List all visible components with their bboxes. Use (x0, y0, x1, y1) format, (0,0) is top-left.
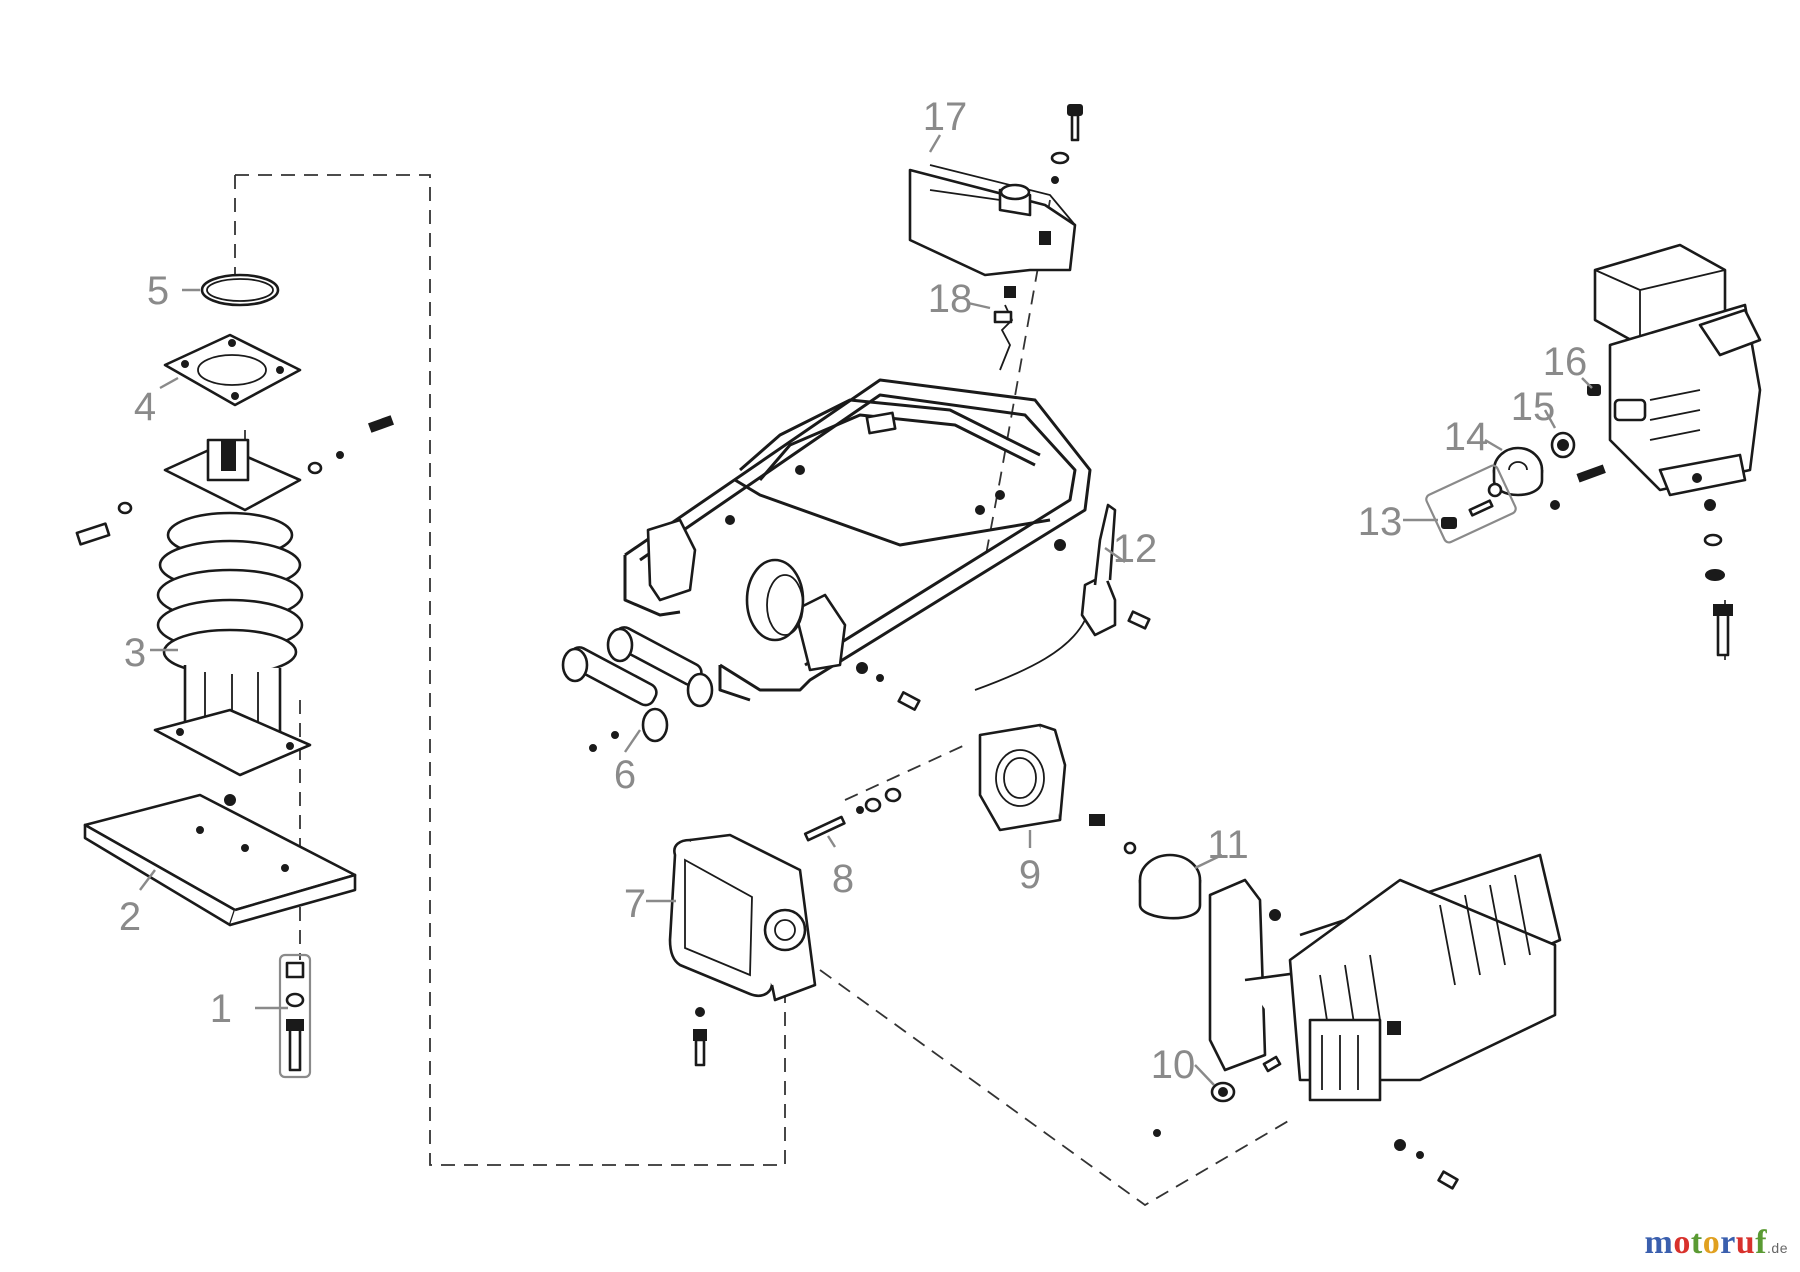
leader-lines (139, 134, 1593, 1086)
part-label-8: 8 (832, 857, 854, 901)
part-label-12: 12 (1113, 527, 1158, 571)
part-label-11: 11 (1207, 823, 1249, 867)
main-handle-frame[interactable] (623, 378, 1092, 711)
part-8-pin[interactable] (803, 787, 902, 842)
engine-mount-fasteners (1703, 499, 1733, 657)
engine-unit[interactable] (1593, 243, 1762, 497)
part-label-14: 14 (1444, 415, 1489, 459)
part-label-5: 5 (147, 269, 169, 313)
part-1-bolt-set[interactable] (278, 953, 312, 1079)
watermark-letter: r (1720, 1224, 1736, 1261)
part-label-2: 2 (119, 895, 141, 939)
part-15-bushing[interactable] (1550, 431, 1576, 459)
part-12-throttle-lever[interactable] (974, 503, 1151, 691)
part-3-bellows-housing[interactable] (75, 415, 394, 777)
part-label-10: 10 (1151, 1043, 1196, 1087)
watermark-letter: o (1702, 1224, 1721, 1261)
part-label-7: 7 (624, 882, 646, 926)
engine-guard-bracket[interactable] (1208, 853, 1562, 1190)
watermark-letter: t (1690, 1224, 1703, 1261)
watermark-letter: o (1673, 1224, 1691, 1261)
watermark-letter: u (1735, 1224, 1756, 1261)
part-18-fuel-tap[interactable] (993, 286, 1016, 371)
part-labels: 1 2 3 4 5 6 7 8 9 10 11 12 13 14 15 16 1… (119, 95, 1587, 1087)
watermark-suffix: .de (1767, 1240, 1788, 1256)
part-17-fuel-tank[interactable] (908, 104, 1083, 277)
assembly-dashed-lines (234, 174, 1726, 1207)
part-label-9: 9 (1019, 853, 1041, 897)
watermark-letter: m (1644, 1224, 1674, 1261)
part-label-1: 1 (210, 987, 232, 1031)
part-label-6: 6 (614, 753, 636, 797)
part-7-clutch-housing[interactable] (668, 833, 817, 1067)
part-4-flange-plate[interactable] (163, 333, 302, 407)
part-5-o-ring[interactable] (200, 273, 280, 307)
part-6-connector-set[interactable] (561, 624, 714, 752)
part-11-clutch-drum[interactable] (1089, 814, 1202, 920)
part-label-3: 3 (124, 631, 146, 675)
part-label-13: 13 (1358, 500, 1403, 544)
part-label-15: 15 (1511, 385, 1556, 429)
motoruf-watermark: motoruf.de (1645, 1224, 1788, 1262)
part-14-pulley[interactable] (1492, 446, 1606, 510)
part-label-16: 16 (1543, 340, 1588, 384)
part-9-bearing-housing[interactable] (978, 723, 1067, 832)
watermark-letter: f (1755, 1224, 1768, 1261)
part-label-18: 18 (928, 277, 973, 321)
part-2-ramming-shoe[interactable] (83, 793, 357, 927)
part-10-bushing[interactable] (1153, 1055, 1282, 1137)
watermark-text: motoruf (1645, 1224, 1768, 1261)
part-label-17: 17 (923, 95, 968, 139)
part-label-4: 4 (134, 385, 156, 429)
